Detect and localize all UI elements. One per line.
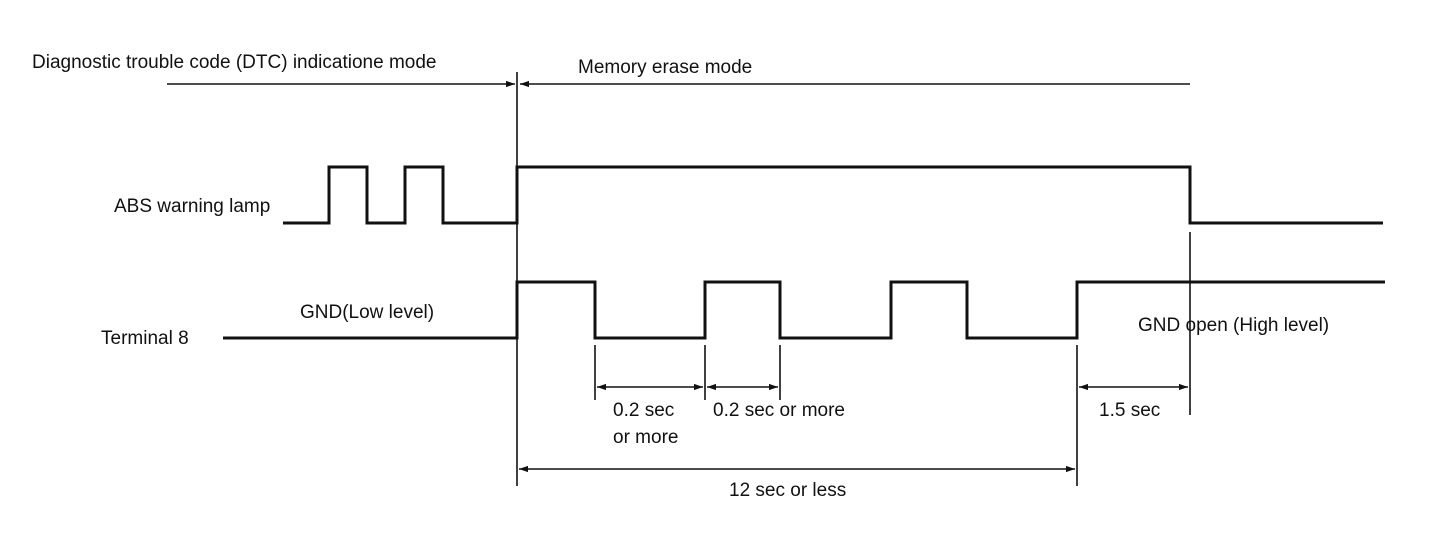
pulse-width-label-line2: or more [613,427,678,448]
abs-warning-lamp-signal [283,165,1383,225]
total-time-label: 12 sec or less [729,480,846,501]
gnd-low-level-label: GND(Low level) [300,302,434,323]
terminal-8-signal [223,280,1385,340]
erase-mode-label: Memory erase mode [578,57,752,78]
abs-warning-lamp-label: ABS warning lamp [114,196,270,217]
lamp-delay-label: 1.5 sec [1099,400,1160,421]
terminal-8-label: Terminal 8 [101,328,189,349]
dtc-mode-label: Diagnostic trouble code (DTC) indication… [32,52,436,73]
pulse-width-label-line1: 0.2 sec [613,400,674,421]
gnd-open-high-level-label: GND open (High level) [1138,315,1329,336]
pulse-gap-label: 0.2 sec or more [713,400,845,421]
